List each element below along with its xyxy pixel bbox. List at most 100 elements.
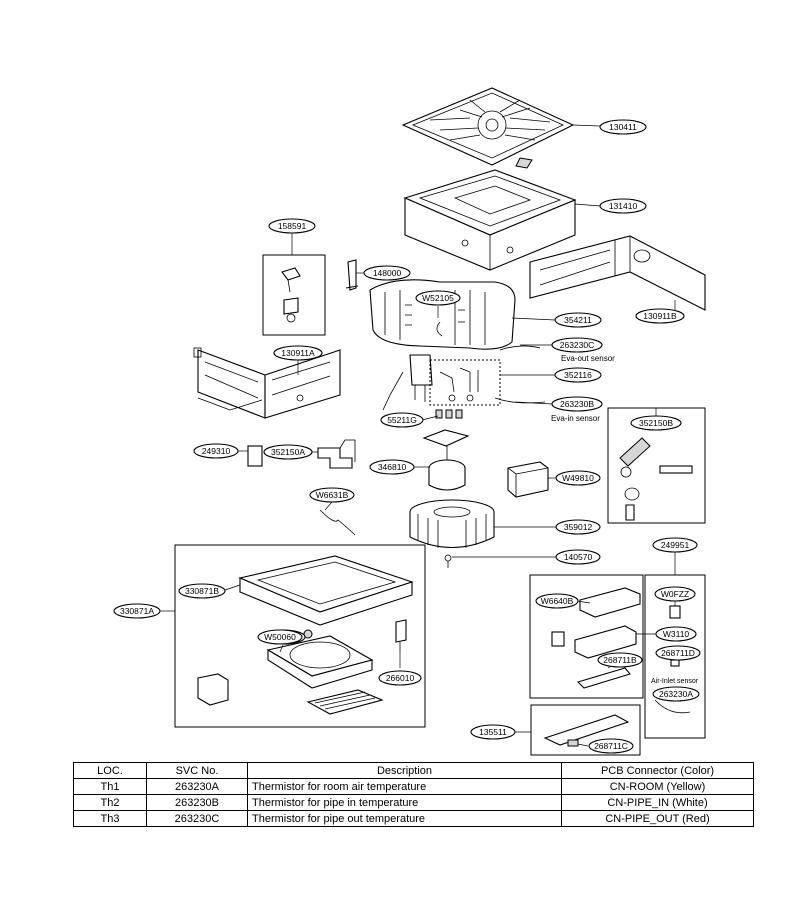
control-box-drawing [507,461,549,498]
clip-group-drawing [262,254,326,336]
header-pcb-connector: PCB Connector (Color) [561,762,754,779]
w50060-tag-text: W50060 [264,632,296,642]
part-tag-352150b: 352150B [630,415,682,431]
motor-drawing [422,429,470,491]
header-description: Description [247,762,562,779]
svg-text:263230B: 263230B [560,399,594,409]
part-tag-249951: 249951 [652,537,698,553]
part-tag-263230b: 263230B [551,396,603,412]
bracket-drawing [345,259,359,291]
cell-svc-no: 263230B [146,794,248,811]
svg-text:130911A: 130911A [281,348,315,358]
cell-pcb-connector: CN-ROOM (Yellow) [561,778,754,795]
fan-drawing [409,499,495,568]
cell-loc: Th1 [73,778,147,795]
part-tag-w52105: W52105 [415,290,461,306]
header-loc: LOC. [73,762,147,779]
svg-text:352116: 352116 [564,370,592,380]
part-tag-346810: 346810 [369,459,415,475]
svg-text:W49810: W49810 [562,473,594,483]
part-tag-359012: 359012 [555,519,601,535]
pipe-assembly-drawing [382,345,546,411]
cell-loc: Th2 [73,794,147,811]
cell-pcb-connector: CN-PIPE_OUT (Red) [561,810,754,827]
part-tag-130411: 130411 [599,119,647,135]
svg-text:263230A: 263230A [659,689,693,699]
svg-text:131410: 131410 [609,201,638,211]
svg-text:268711D: 268711D [661,648,695,658]
part-tag-263230c: 263230C [551,337,603,353]
svg-text:W3110: W3110 [663,629,690,639]
svg-text:130411: 130411 [609,122,637,132]
cell-loc: Th3 [73,810,147,827]
svg-text:263230C: 263230C [560,340,595,350]
table-row: Th1 263230A Thermistor for room air temp… [73,778,754,795]
electrical-box-drawing [529,574,706,739]
part-tag-158591: 158591 [268,218,316,234]
svg-text:148000: 148000 [373,268,402,278]
svg-text:135511: 135511 [479,727,507,737]
cover-plate-drawing [530,704,641,756]
front-panel-drawing [174,544,426,728]
cell-description: Thermistor for pipe in temperature [247,794,562,811]
svg-text:140570: 140570 [564,552,593,562]
side-panel-a-drawing [193,347,341,419]
svg-text:268711C: 268711C [594,741,628,751]
part-tag-130911a: 130911A [273,345,323,361]
part-tag-w3110: W3110 [655,626,697,642]
part-tag-263230a: 263230A [652,686,700,702]
part-tag-148000: 148000 [363,265,411,281]
drain-parts-drawing [607,407,706,524]
svg-text:55211G: 55211G [387,415,417,425]
part-tag-268711b: 268711B [597,652,643,668]
cell-pcb-connector: CN-PIPE_IN (White) [561,794,754,811]
svg-text:W6631B: W6631B [316,490,349,500]
heat-exchanger-drawing [369,279,516,350]
svg-text:354211: 354211 [564,315,592,325]
part-tag-131410: 131410 [599,198,647,214]
part-tag-352116: 352116 [554,367,602,383]
header-svc-no: SVC No. [146,762,248,779]
base-frame-drawing [403,169,577,271]
svg-text:W0FZZ: W0FZZ [661,589,689,599]
cell-description: Thermistor for room air temperature [247,778,562,795]
w50060-tag: W50060 [257,629,303,645]
cell-description: Thermistor for pipe out temperature [247,810,562,827]
wire-drawing [319,509,356,536]
svg-text:352150B: 352150B [639,418,673,428]
part-tag-w6640b: W6640B [535,593,579,609]
part-tag-330871b: 330871B [178,583,226,599]
svg-text:W6640B: W6640B [541,596,574,606]
part-tag-w6631b: W6631B [309,487,355,503]
svg-text:359012: 359012 [564,522,593,532]
part-tag-55211g: 55211G [380,412,424,428]
part-tag-268711d: 268711D [655,645,701,661]
part-tag-330871a: 330871A [113,603,161,619]
svg-text:130911B: 130911B [643,311,677,321]
drain-pump-drawing [247,439,356,469]
cell-svc-no: 263230A [146,778,248,795]
table-row: Th2 263230B Thermistor for pipe in tempe… [73,794,754,811]
part-tag-352150a: 352150A [263,444,313,460]
air-inlet-sensor-label: Air-Inlet sensor [651,678,699,685]
svg-text:W52105: W52105 [422,293,454,303]
leader-lines [160,124,677,747]
svg-text:330871A: 330871A [120,606,154,616]
thermistor-table: LOC. SVC No. Description PCB Connector (… [73,762,754,827]
exploded-parts-diagram: 130411 131410 158591 148000 130911B W521… [113,87,706,756]
eva-in-sensor-label: Eva-in sensor [551,414,600,423]
svg-text:158591: 158591 [278,221,307,231]
part-tag-266010: 266010 [378,670,422,686]
table-header-row: LOC. SVC No. Description PCB Connector (… [73,762,754,779]
part-tag-130911b: 130911B [635,308,685,324]
side-panel-b-drawing [529,235,706,311]
svg-text:346810: 346810 [378,462,407,472]
svg-text:249951: 249951 [661,540,690,550]
part-tag-140570: 140570 [555,549,601,565]
eva-out-sensor-label: Eva-out sensor [561,354,615,363]
cell-svc-no: 263230C [146,810,248,827]
part-tag-354211: 354211 [554,312,602,328]
svg-text:352150A: 352150A [271,447,305,457]
part-tag-w0fzz: W0FZZ [654,586,696,602]
part-tag-268711c: 268711C [588,738,634,754]
